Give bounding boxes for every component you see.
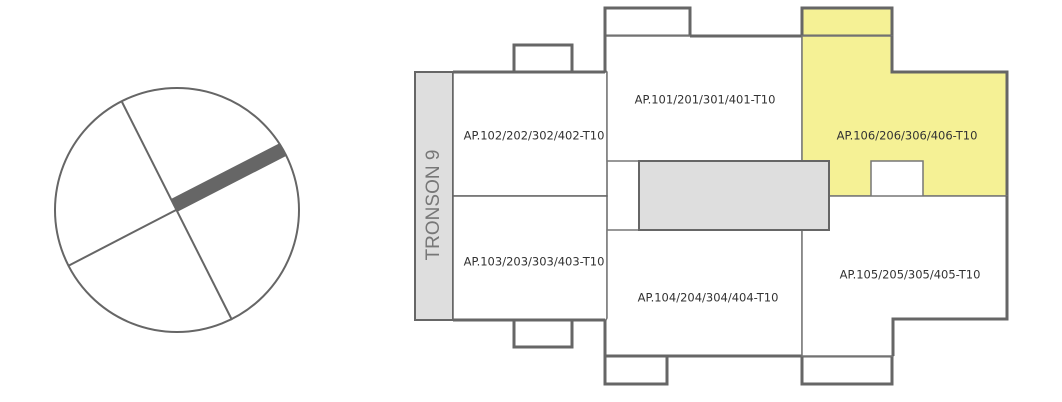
apartment-label: AP.102/202/302/402-T10 bbox=[464, 129, 605, 143]
tronson-9-strip: TRONSON 9 bbox=[414, 71, 454, 321]
apartment-label: AP.101/201/301/401-T10 bbox=[635, 93, 776, 107]
apartment-101[interactable]: AP.101/201/301/401-T10 bbox=[603, 6, 803, 162]
apartment-label: AP.103/203/303/403-T10 bbox=[464, 255, 605, 269]
apartment-103[interactable]: AP.103/203/303/403-T10 bbox=[452, 195, 608, 322]
apartment-label: AP.104/204/304/404-T10 bbox=[638, 291, 779, 305]
balcony bbox=[512, 318, 574, 349]
apartment-105[interactable]: AP.105/205/305/405-T10 bbox=[800, 195, 1009, 386]
apartment-label: AP.106/206/306/406-T10 bbox=[837, 129, 978, 143]
orientation-compass-icon bbox=[54, 87, 300, 333]
stair-core bbox=[638, 160, 830, 231]
balcony bbox=[512, 43, 574, 74]
apartment-104[interactable]: AP.104/204/304/404-T10 bbox=[603, 229, 803, 386]
apartment-106[interactable]: AP.106/206/306/406-T10 bbox=[800, 6, 1009, 197]
apartment-102[interactable]: AP.102/202/302/402-T10 bbox=[452, 70, 608, 197]
apartment-label: AP.105/205/305/405-T10 bbox=[840, 268, 981, 282]
tronson-label: TRONSON 9 bbox=[423, 150, 444, 261]
